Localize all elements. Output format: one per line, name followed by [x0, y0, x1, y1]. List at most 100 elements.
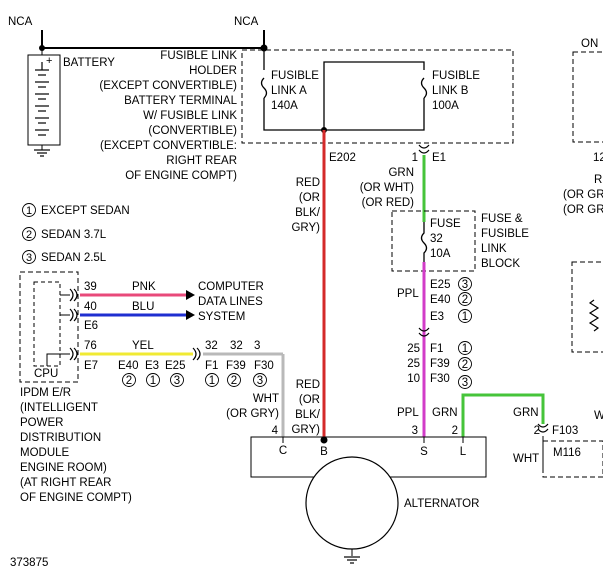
svg-text:RED: RED — [296, 177, 320, 189]
svg-text:76: 76 — [84, 340, 97, 352]
svg-text:32: 32 — [205, 340, 218, 352]
svg-text:1: 1 — [462, 343, 468, 355]
svg-text:SYSTEM: SYSTEM — [198, 311, 245, 323]
connector-e1: E1 — [432, 152, 446, 164]
ground-icon — [34, 149, 50, 157]
e-connector-circled-numbers — [458, 277, 472, 323]
connector-e1-symbol — [418, 144, 430, 154]
svg-text:25: 25 — [407, 343, 420, 355]
e-connectors: E25 E40 E3 — [430, 279, 450, 323]
fusible-link-holder-box — [241, 49, 514, 144]
svg-text:W: W — [594, 410, 603, 422]
svg-text:(OR WHT): (OR WHT) — [360, 182, 414, 194]
alternator-label: ALTERNATOR — [404, 498, 479, 510]
svg-text:IPDM E/R: IPDM E/R — [20, 387, 71, 399]
svg-text:3: 3 — [462, 279, 468, 291]
connector-f103: F103 — [552, 425, 578, 437]
svg-text:3: 3 — [462, 377, 468, 389]
svg-text:1: 1 — [26, 205, 32, 217]
svg-text:E25: E25 — [430, 279, 450, 291]
svg-text:BLK/: BLK/ — [295, 409, 321, 421]
pin-2-f103: 2 — [534, 425, 540, 437]
blu-label: BLU — [132, 301, 154, 313]
yellow-pins: 32 32 3 — [205, 340, 260, 352]
green-wire-label: GRN (OR WHT) (OR RED) — [360, 167, 414, 209]
svg-text:10A: 10A — [430, 248, 451, 260]
battery-label: BATTERY — [63, 57, 115, 69]
svg-text:FUSIBLE: FUSIBLE — [481, 228, 529, 240]
svg-text:FUSE &: FUSE & — [481, 213, 523, 225]
svg-text:2: 2 — [126, 375, 132, 387]
svg-text:1: 1 — [462, 311, 468, 323]
svg-text:(EXCEPT CONVERTIBLE): (EXCEPT CONVERTIBLE) — [99, 80, 237, 92]
svg-text:100A: 100A — [432, 100, 459, 112]
svg-text:ON: ON — [581, 38, 598, 50]
svg-text:25: 25 — [407, 358, 420, 370]
svg-text:2: 2 — [462, 294, 468, 306]
svg-text:+: + — [46, 55, 52, 67]
yellow-f-connectors: F1 F39 F30 — [205, 360, 274, 372]
f-connector-pins: 25 25 10 — [407, 343, 420, 385]
svg-text:GRY): GRY) — [291, 424, 320, 436]
pin-4: 4 — [272, 425, 279, 437]
arrow-icon — [186, 290, 195, 300]
svg-text:LINK B: LINK B — [432, 85, 469, 97]
svg-text:(OR GR: (OR GR — [563, 189, 603, 201]
fusible-link-holder-text: FUSIBLE LINK HOLDER (EXCEPT CONVERTIBLE)… — [99, 50, 237, 182]
fuse-block-label: FUSE & FUSIBLE LINK BLOCK — [481, 213, 529, 270]
svg-text:FUSIBLE: FUSIBLE — [432, 70, 480, 82]
svg-text:BLK/: BLK/ — [295, 207, 321, 219]
svg-text:E40: E40 — [430, 294, 450, 306]
alternator-terminal-stubs — [282, 437, 464, 443]
svg-text:LINK: LINK — [481, 243, 507, 255]
yellow-connector-symbol — [192, 347, 201, 361]
svg-text:FUSIBLE LINK: FUSIBLE LINK — [160, 50, 237, 62]
svg-text:F39: F39 — [430, 358, 450, 370]
wht-gry-label: WHT (OR GRY) — [226, 393, 279, 420]
connector-e7: E7 — [84, 360, 98, 372]
svg-text:F30: F30 — [254, 360, 274, 372]
svg-text:E25: E25 — [165, 360, 185, 372]
ppl-label-upper: PPL — [397, 288, 419, 300]
pnk-label: PNK — [132, 281, 156, 293]
svg-text:GRY): GRY) — [291, 222, 320, 234]
svg-text:DATA LINES: DATA LINES — [198, 296, 263, 308]
svg-text:40: 40 — [84, 301, 97, 313]
cpu-label: CPU — [34, 368, 58, 380]
svg-text:B: B — [320, 446, 328, 458]
svg-text:POWER: POWER — [20, 417, 63, 429]
svg-text:DISTRIBUTION: DISTRIBUTION — [20, 432, 101, 444]
svg-text:FUSIBLE: FUSIBLE — [271, 70, 319, 82]
ipdm-box — [19, 271, 79, 383]
svg-text:GRN: GRN — [388, 167, 414, 179]
nca-label-right: NCA — [234, 16, 259, 28]
svg-text:FUSE: FUSE — [430, 218, 461, 230]
svg-text:WHT: WHT — [253, 393, 279, 405]
alternator-terminal-dots — [320, 436, 328, 444]
cpu-connector-symbols — [69, 288, 78, 361]
svg-text:F1: F1 — [205, 360, 218, 372]
svg-text:(OR GR: (OR GR — [563, 204, 603, 216]
svg-text:2: 2 — [26, 229, 32, 241]
ipdm-label: IPDM E/R (INTELLIGENT POWER DISTRIBUTION… — [20, 387, 132, 504]
svg-text:3: 3 — [254, 340, 260, 352]
svg-text:E3: E3 — [430, 311, 444, 323]
partial-right-diagram: ON 12 R (OR GR (OR GR W — [563, 38, 603, 422]
svg-text:BATTERY TERMINAL: BATTERY TERMINAL — [124, 95, 238, 107]
connector-f103-symbol — [537, 423, 549, 433]
svg-text:RED: RED — [296, 379, 320, 391]
green-wire-lower — [461, 393, 545, 437]
f-connectors: F1 F39 F30 — [430, 343, 450, 385]
svg-text:S: S — [420, 446, 428, 458]
arrow-icon — [186, 310, 195, 320]
grn-label-right: GRN — [513, 407, 539, 419]
svg-text:3: 3 — [257, 375, 263, 387]
svg-text:MODULE: MODULE — [20, 447, 70, 459]
svg-text:(OR GRY): (OR GRY) — [226, 408, 279, 420]
wht-label: WHT — [513, 453, 539, 465]
connector-e6: E6 — [84, 320, 98, 332]
svg-text:2: 2 — [462, 359, 468, 371]
svg-text:(EXCEPT CONVERTIBLE:: (EXCEPT CONVERTIBLE: — [100, 140, 237, 152]
fusible-link-b-label: FUSIBLE LINK B 100A — [432, 70, 480, 112]
svg-text:(INTELLIGENT: (INTELLIGENT — [20, 402, 98, 414]
